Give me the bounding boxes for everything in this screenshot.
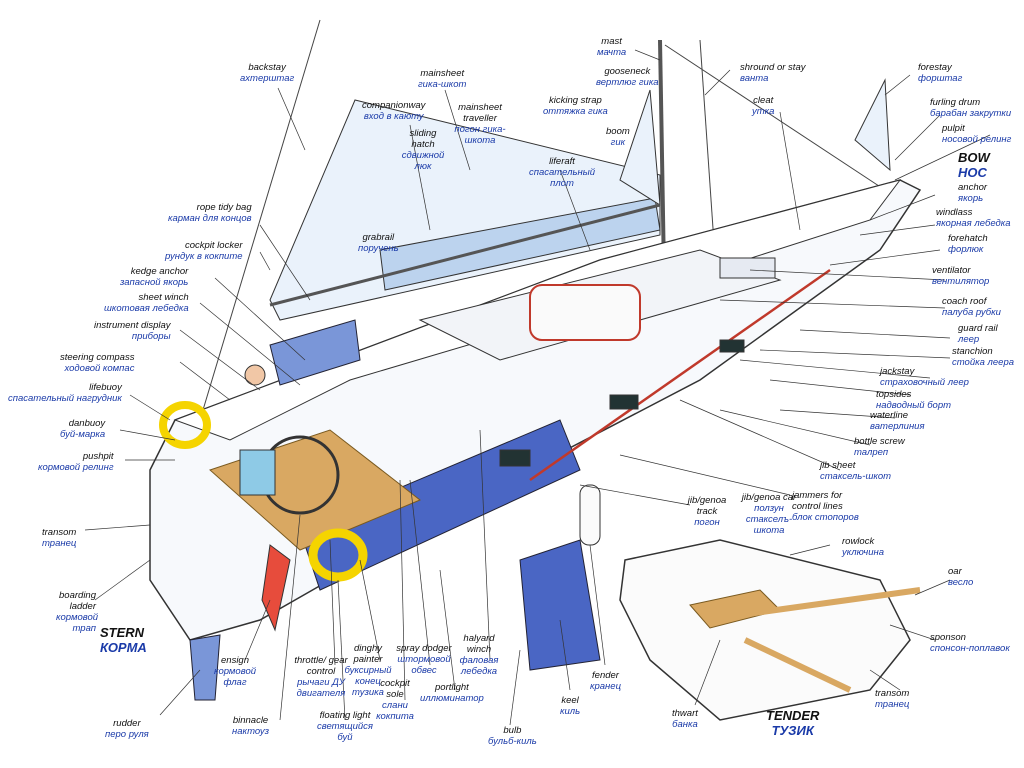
boom-line — [269, 203, 661, 307]
backstay-line — [184, 19, 321, 471]
forehatch-box — [719, 257, 776, 279]
portlight-1 — [499, 449, 531, 467]
ensign-flag — [261, 544, 291, 632]
cockpit-blue-panel — [269, 319, 361, 386]
helmsman-head — [244, 364, 266, 386]
tender-oar-2 — [743, 637, 852, 693]
jackstay-red — [529, 268, 831, 482]
portlight-2 — [609, 394, 639, 410]
rudder-blade — [189, 634, 221, 701]
helmsman-shorts — [239, 449, 276, 496]
staysail — [619, 89, 661, 206]
tender-hull — [619, 539, 911, 721]
genoa-furled — [854, 78, 891, 172]
liferaft-box — [529, 284, 641, 341]
tender-oar-1 — [739, 587, 921, 618]
keel-fin — [519, 539, 601, 671]
portlight-3 — [719, 339, 745, 353]
leader-lines — [84, 49, 991, 726]
floating-ring — [308, 528, 368, 582]
lifebuoy-ring — [159, 401, 211, 449]
